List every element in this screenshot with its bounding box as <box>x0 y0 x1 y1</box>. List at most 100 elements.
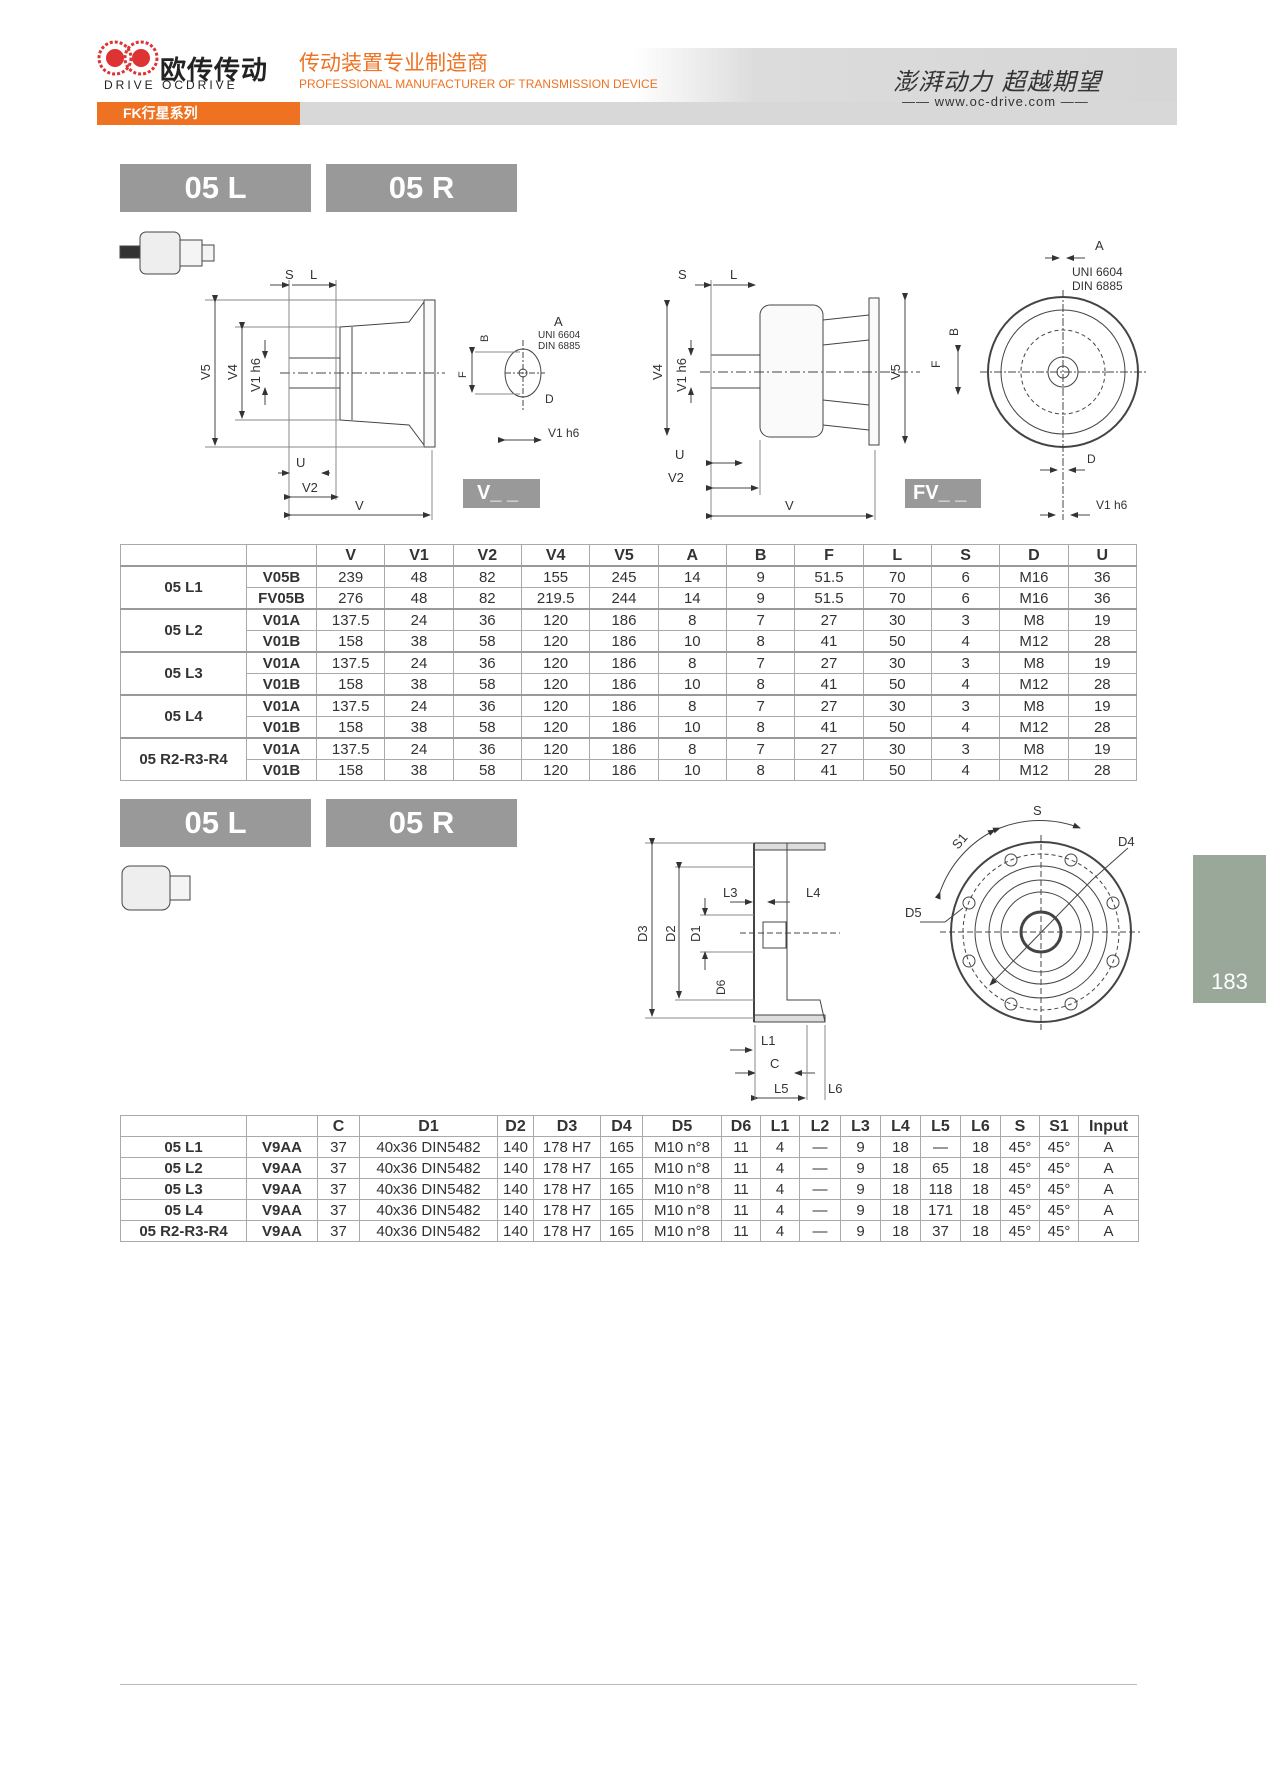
value-cell: 37 <box>317 1157 360 1179</box>
value-cell: 58 <box>452 716 522 739</box>
value-cell: A <box>1078 1178 1139 1200</box>
value-cell: 45° <box>1039 1157 1079 1179</box>
value-cell: 186 <box>589 694 659 717</box>
model-cell: 05 L2 <box>120 1157 247 1179</box>
value-cell: 82 <box>452 565 522 588</box>
drawing-fv-front-view <box>955 255 1146 520</box>
value-cell: 140 <box>497 1199 534 1221</box>
value-cell: 158 <box>315 630 386 653</box>
value-cell: 158 <box>315 716 386 739</box>
variant-cell: V01A <box>246 694 317 717</box>
value-cell: M8 <box>999 608 1069 631</box>
value-cell: 3 <box>930 694 1001 717</box>
value-cell: 45° <box>1039 1136 1079 1158</box>
value-cell: 4 <box>930 759 1001 781</box>
dim-label-s-fv: S <box>678 267 687 282</box>
value-cell: A <box>1078 1157 1139 1179</box>
model-cell: 05 L4 <box>120 694 247 739</box>
value-cell: 30 <box>862 737 932 760</box>
value-cell: 120 <box>520 759 591 781</box>
tagline-en: PROFESSIONAL MANUFACTURER OF TRANSMISSIO… <box>299 77 658 91</box>
value-cell: 4 <box>760 1220 800 1242</box>
dim-label-s1: S1 <box>949 830 971 852</box>
variant-cell: V01A <box>246 651 317 674</box>
dim-label-b: B <box>479 335 491 342</box>
value-cell: 19 <box>1067 694 1138 717</box>
value-cell: M10 n°8 <box>642 1220 722 1242</box>
value-cell: 18 <box>960 1220 1001 1242</box>
dim-label-l: L <box>310 267 317 282</box>
model-cell: 05 L1 <box>120 565 247 610</box>
value-cell: 65 <box>920 1157 961 1179</box>
column-header: B <box>725 544 796 567</box>
variant-cell: V01B <box>246 759 317 781</box>
dim-label-u: U <box>296 455 305 470</box>
variant-cell: V9AA <box>246 1178 318 1200</box>
value-cell: — <box>920 1136 961 1158</box>
variant-cell: V9AA <box>246 1220 318 1242</box>
value-cell: 118 <box>920 1178 961 1200</box>
variant-cell: V01A <box>246 608 317 631</box>
dim-label-f: F <box>457 371 469 378</box>
value-cell: 6 <box>930 565 1001 588</box>
value-cell: 7 <box>725 608 796 631</box>
value-cell: 4 <box>930 716 1001 739</box>
model-title-right: 05 R <box>326 164 517 212</box>
value-cell: 30 <box>862 651 932 674</box>
value-cell: 18 <box>880 1157 921 1179</box>
dim-label-v1h6-fv: V1 h6 <box>674 358 689 392</box>
value-cell: 120 <box>520 737 591 760</box>
column-header: L4 <box>880 1115 921 1137</box>
value-cell: 140 <box>497 1157 534 1179</box>
value-cell: 120 <box>520 694 591 717</box>
value-cell: 7 <box>725 651 796 674</box>
value-cell: 171 <box>920 1199 961 1221</box>
value-cell: 27 <box>794 694 864 717</box>
header-band-lower <box>97 102 1177 125</box>
value-cell: A <box>1078 1220 1139 1242</box>
value-cell: 28 <box>1067 673 1138 696</box>
column-header <box>246 1115 318 1137</box>
drawing-v-shaft-end <box>469 340 545 443</box>
website-url: —— www.oc-drive.com —— <box>902 94 1089 109</box>
variant-cell: FV05B <box>246 587 317 610</box>
value-cell: 11 <box>721 1136 761 1158</box>
value-cell: M10 n°8 <box>642 1157 722 1179</box>
column-header: D4 <box>600 1115 643 1137</box>
column-header: Input <box>1078 1115 1139 1137</box>
dim-label-l3: L3 <box>723 885 737 900</box>
value-cell: — <box>799 1220 841 1242</box>
model-cell: 05 L1 <box>120 1136 247 1158</box>
logo-name-cn: 欧传传动 <box>160 55 269 85</box>
dim-label-b-fv: B <box>947 328 961 336</box>
value-cell: 9 <box>840 1220 881 1242</box>
value-cell: 37 <box>317 1178 360 1200</box>
value-cell: 37 <box>317 1220 360 1242</box>
value-cell: 36 <box>452 737 522 760</box>
value-cell: — <box>799 1157 841 1179</box>
value-cell: 11 <box>721 1157 761 1179</box>
value-cell: M8 <box>999 694 1069 717</box>
gear-logo-icon <box>97 40 159 76</box>
column-header: V4 <box>520 544 591 567</box>
dim-label-v5: V5 <box>198 364 213 380</box>
value-cell: 8 <box>657 737 727 760</box>
value-cell: 14 <box>657 565 727 588</box>
dim-label-v4-fv: V4 <box>650 364 665 380</box>
value-cell: 178 H7 <box>533 1157 601 1179</box>
product-photo-icon <box>119 231 215 275</box>
column-header <box>246 544 317 567</box>
value-cell: M16 <box>999 587 1069 610</box>
column-header: D6 <box>721 1115 761 1137</box>
column-header: F <box>794 544 864 567</box>
value-cell: 38 <box>384 759 454 781</box>
value-cell: 58 <box>452 673 522 696</box>
value-cell: 11 <box>721 1220 761 1242</box>
